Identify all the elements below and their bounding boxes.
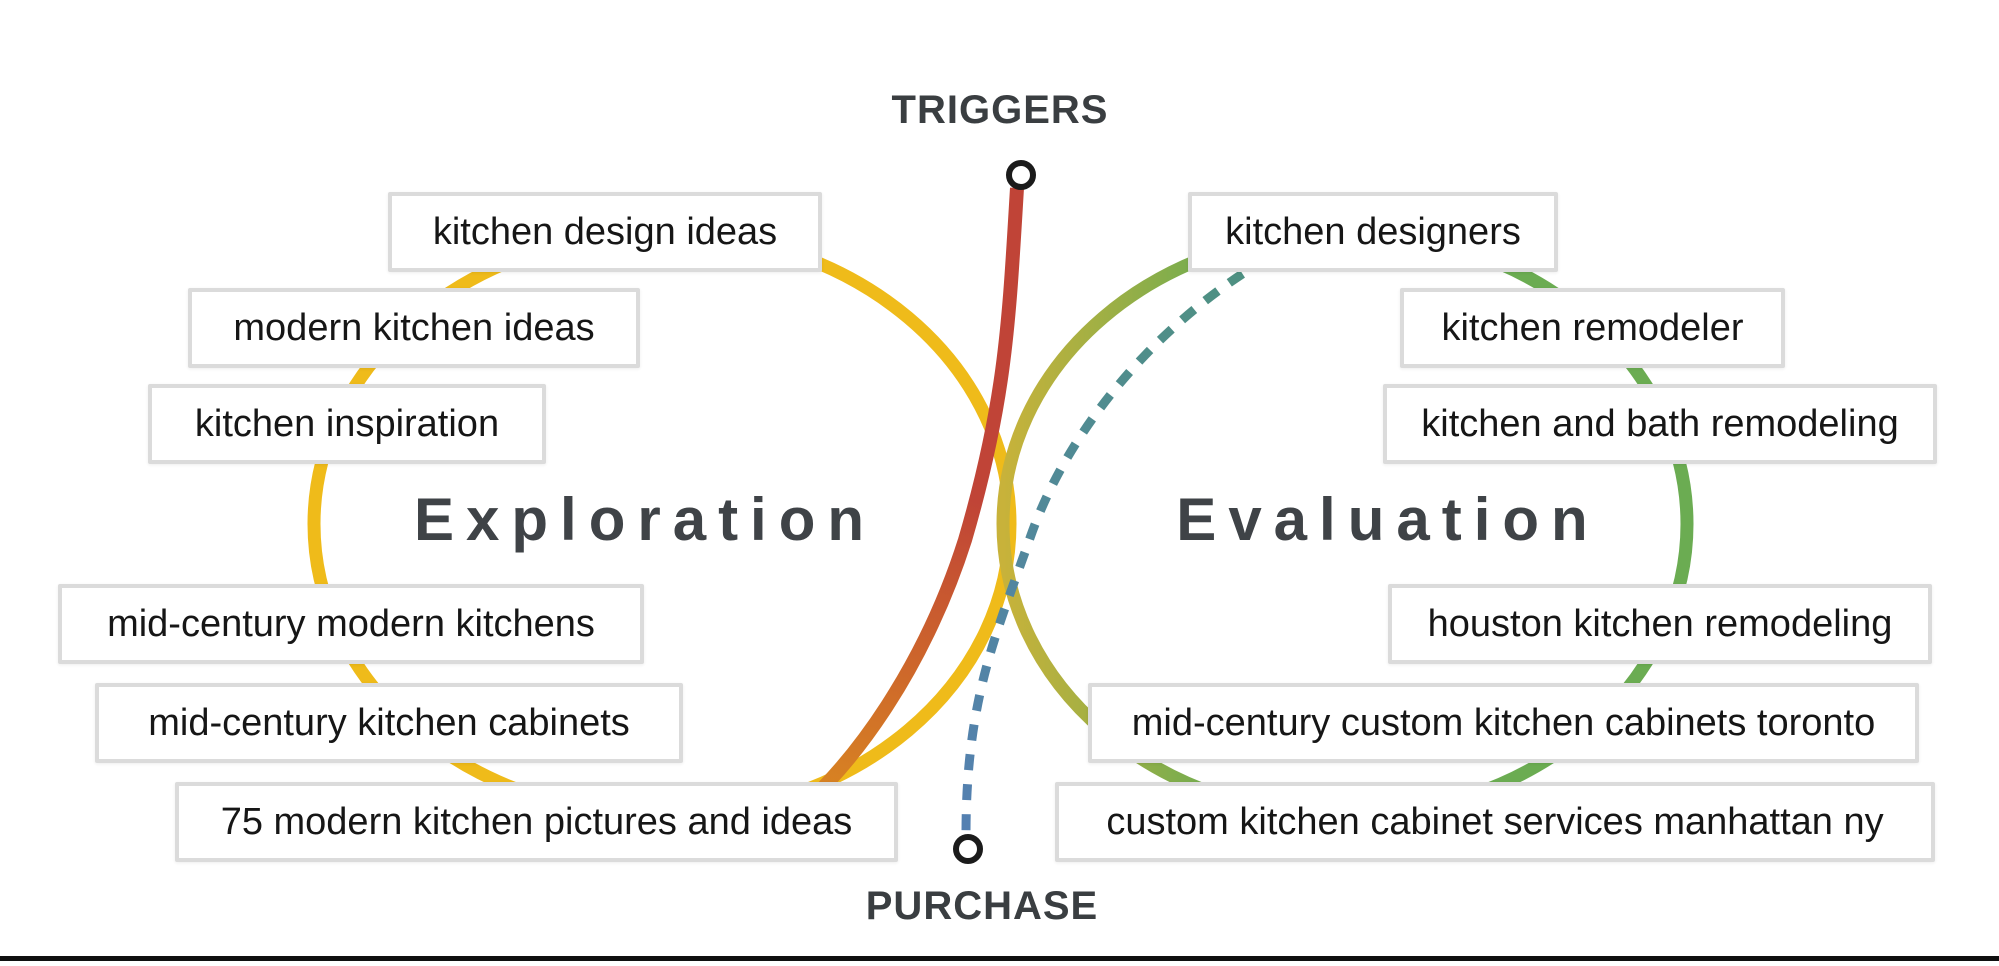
keyword-label-kitchen-design-ideas: kitchen design ideas bbox=[388, 192, 822, 272]
purchase-node bbox=[953, 834, 983, 864]
keyword-label-kitchen-and-bath-remodeling: kitchen and bath remodeling bbox=[1383, 384, 1937, 464]
keyword-label-modern-kitchen-ideas: modern kitchen ideas bbox=[188, 288, 640, 368]
purchase-dashed-line bbox=[961, 254, 1271, 835]
keyword-label-75-modern-kitchen-pictures: 75 modern kitchen pictures and ideas bbox=[175, 782, 898, 862]
triggers-label: TRIGGERS bbox=[891, 88, 1109, 132]
bottom-divider bbox=[0, 956, 1999, 961]
keyword-label-kitchen-remodeler: kitchen remodeler bbox=[1400, 288, 1785, 368]
exploration-title: Exploration bbox=[413, 486, 877, 553]
triggers-node bbox=[1006, 160, 1036, 190]
evaluation-title: Evaluation bbox=[1176, 486, 1600, 553]
keyword-label-mid-century-modern-kitchens: mid-century modern kitchens bbox=[58, 584, 644, 664]
keyword-label-mid-century-kitchen-cabinets: mid-century kitchen cabinets bbox=[95, 683, 683, 763]
keyword-label-mid-century-custom-cabinets-toronto: mid-century custom kitchen cabinets toro… bbox=[1088, 683, 1919, 763]
purchase-label: PURCHASE bbox=[865, 884, 1099, 928]
keyword-label-custom-cabinet-services-manhattan: custom kitchen cabinet services manhatta… bbox=[1055, 782, 1935, 862]
trigger-path-line bbox=[758, 187, 1024, 846]
keyword-label-houston-kitchen-remodeling: houston kitchen remodeling bbox=[1388, 584, 1932, 664]
keyword-label-kitchen-designers: kitchen designers bbox=[1188, 192, 1558, 272]
keyword-label-kitchen-inspiration: kitchen inspiration bbox=[148, 384, 546, 464]
